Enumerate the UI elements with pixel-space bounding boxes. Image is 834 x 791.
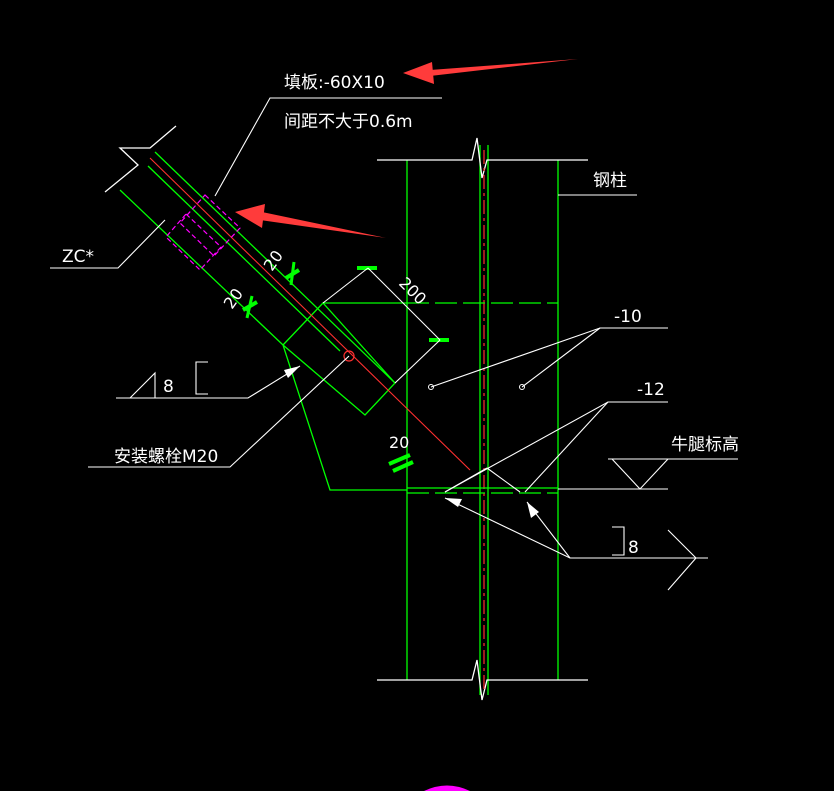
magenta-marker <box>424 785 470 791</box>
column-break-bottom <box>377 659 588 701</box>
red-arrow-filler-label <box>403 59 578 84</box>
weld-right-flag <box>667 529 697 591</box>
filler-plate-leader <box>214 97 442 197</box>
red-arrow-head-1 <box>403 62 434 84</box>
plate12-cap-2 <box>486 467 521 493</box>
zc-leader <box>50 219 166 269</box>
brace-flange-upper <box>154 151 396 384</box>
arrowhead-weld-right-a <box>445 498 462 507</box>
red-arrow-shaft-1 <box>430 59 578 76</box>
spacing-label: 间距不大于0.6m <box>284 112 413 132</box>
weld-left-leader <box>116 365 301 399</box>
red-arrow-shaft-2 <box>260 212 386 238</box>
plate-10-label: -10 <box>614 307 642 327</box>
plate10-leader-b <box>521 327 601 388</box>
plate10-dot-left <box>428 384 434 390</box>
arrowhead-weld-right-b <box>527 502 539 518</box>
install-bolt-label: 安装螺栓M20 <box>114 447 218 467</box>
plate12-leader-b <box>524 401 609 493</box>
plate12-cap <box>444 467 488 493</box>
arrowhead-weld-left <box>284 366 300 378</box>
bolt-hole-icon <box>343 350 355 362</box>
red-arrow-filler-plate <box>235 204 386 238</box>
bolt-leader <box>88 355 350 468</box>
weld-size-left-label: 8 <box>163 377 174 397</box>
filler-plate-symbol <box>165 194 241 271</box>
weld-marks <box>242 261 449 473</box>
weld-right-bracket <box>612 526 625 556</box>
column-break-top <box>377 137 588 179</box>
plate10-dot-right <box>519 384 525 390</box>
filler-plate-label: 填板:-60X10 <box>284 73 385 93</box>
dim-200-line <box>367 267 441 341</box>
brace-break-symbol <box>104 125 177 193</box>
weld-left-bracket <box>195 361 208 395</box>
brace-centerline <box>149 157 471 471</box>
brace-flange-lower <box>147 165 341 352</box>
dim-200-ext1 <box>322 267 369 304</box>
gusset-plate <box>282 302 558 494</box>
steel-column <box>406 145 559 695</box>
leader-arrowheads <box>284 366 539 518</box>
brace-code-label: ZC* <box>62 247 94 267</box>
red-arrow-head-2 <box>235 204 265 228</box>
steel-column-label: 钢柱 <box>593 171 627 191</box>
plate-12-label: -12 <box>637 380 665 400</box>
weld-left-triangle <box>129 371 156 399</box>
bracket-elevation-label: 牛腿标高 <box>671 435 739 455</box>
dim-20-c: 20 <box>389 433 409 452</box>
weld-size-right-label: 8 <box>628 538 639 558</box>
dim-200-ext2 <box>394 339 441 384</box>
